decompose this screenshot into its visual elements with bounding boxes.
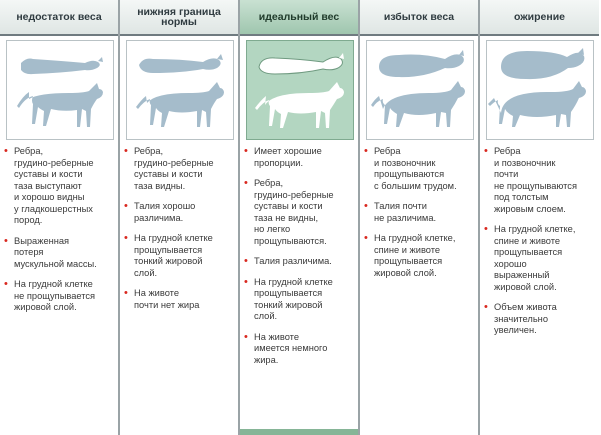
cat-silhouette-icon bbox=[371, 50, 465, 127]
list-item: Ребра и позвоночник прощупываются с боль… bbox=[364, 146, 478, 192]
column-overweight: избыток веса Ребра и позвоночник прощупы… bbox=[360, 0, 480, 435]
list-item: Ребра, грудино-реберные суставы и кости … bbox=[244, 178, 358, 247]
column-title-line-1: идеальный вес bbox=[258, 11, 340, 23]
list-item: Талия различима. bbox=[244, 256, 358, 268]
list-item: Талия почти не различима. bbox=[364, 201, 478, 224]
column-divider bbox=[478, 0, 480, 435]
description-list: Ребра, грудино-реберные суставы и кости … bbox=[124, 146, 238, 320]
list-item: Выраженная потеря мускульной массы. bbox=[4, 236, 118, 271]
list-item: Имеет хорошие пропорции. bbox=[244, 146, 358, 169]
cat-side-view-silhouette-icon bbox=[255, 82, 344, 128]
column-divider bbox=[118, 0, 120, 435]
cat-top-view-silhouette-icon bbox=[258, 56, 343, 75]
cat-side-view-silhouette-icon bbox=[17, 83, 103, 127]
cat-side-view-silhouette-icon bbox=[488, 81, 586, 127]
cat-top-view-silhouette-icon bbox=[501, 51, 585, 80]
list-item: На животе имеется немного жира. bbox=[244, 332, 358, 367]
cat-silhouette-panel bbox=[366, 40, 474, 140]
description-list: Имеет хорошие пропорции. Ребра, грудино-… bbox=[244, 146, 358, 375]
list-item: Объем живота значительно увеличен. bbox=[484, 302, 598, 337]
list-item: На грудной клетке прощупывается тонкий ж… bbox=[124, 233, 238, 279]
cat-silhouette-panel bbox=[6, 40, 114, 140]
column-ideal: идеальный вес Имеет хорошие пропорции. Р… bbox=[240, 0, 360, 435]
column-title-line-1: избыток веса bbox=[383, 11, 455, 23]
description-list: Ребра и позвоночник прощупываются с боль… bbox=[364, 146, 478, 288]
list-item: На грудной клетке прощупывается тонкий ж… bbox=[244, 277, 358, 323]
list-item: На грудной клетке, спине и животе прощуп… bbox=[484, 224, 598, 293]
cat-side-view-silhouette-icon bbox=[136, 82, 224, 127]
column-title-line-1: ожирение bbox=[513, 11, 566, 23]
cat-silhouette-panel bbox=[486, 40, 594, 140]
cat-silhouette-icon bbox=[17, 57, 103, 127]
column-title-line-1: недостаток веса bbox=[16, 11, 102, 23]
description-list: Ребра и позвоночник почти не прощупывают… bbox=[484, 146, 598, 346]
column-header: недостаток веса bbox=[0, 0, 118, 36]
cat-silhouette-icon bbox=[488, 48, 586, 127]
column-title-line-1: нижняя граница bbox=[137, 6, 221, 18]
column-lower-normal: нижняя граница нормы Ребра, грудино-ребе… bbox=[120, 0, 240, 435]
column-underweight: недостаток веса Ребра, грудино-реберные … bbox=[0, 0, 120, 435]
ideal-column-bottom-bar bbox=[240, 429, 358, 435]
list-item: На грудной клетке не прощупывается жиров… bbox=[4, 279, 118, 314]
column-obesity: ожирение Ребра и позвоночник почти не пр… bbox=[480, 0, 601, 435]
column-divider bbox=[358, 0, 360, 435]
column-header: ожирение bbox=[480, 0, 599, 36]
cat-silhouette-panel bbox=[126, 40, 234, 140]
cat-top-view-silhouette-icon bbox=[379, 54, 464, 78]
cat-silhouette-icon bbox=[255, 53, 344, 128]
cat-side-view-silhouette-icon bbox=[371, 81, 465, 127]
list-item: На животе почти нет жира bbox=[124, 288, 238, 311]
cat-top-view-silhouette-icon bbox=[21, 58, 100, 75]
list-item: На грудной клетке, спине и животе прощуп… bbox=[364, 233, 478, 279]
column-header: избыток веса bbox=[360, 0, 478, 36]
column-header: нижняя граница нормы bbox=[120, 0, 238, 36]
list-item: Ребра, грудино-реберные суставы и кости … bbox=[124, 146, 238, 192]
column-divider bbox=[238, 0, 240, 435]
list-item: Талия хорошо различима. bbox=[124, 201, 238, 224]
cat-top-view-silhouette-icon bbox=[139, 58, 221, 73]
column-title-line-2: нормы bbox=[161, 16, 197, 28]
description-list: Ребра, грудино-реберные суставы и кости … bbox=[4, 146, 118, 323]
cat-silhouette-icon bbox=[136, 54, 224, 127]
list-item: Ребра, грудино-реберные суставы и кости … bbox=[4, 146, 118, 227]
list-item: Ребра и позвоночник почти не прощупывают… bbox=[484, 146, 598, 215]
cat-silhouette-panel bbox=[246, 40, 354, 140]
column-header: идеальный вес bbox=[240, 0, 358, 36]
